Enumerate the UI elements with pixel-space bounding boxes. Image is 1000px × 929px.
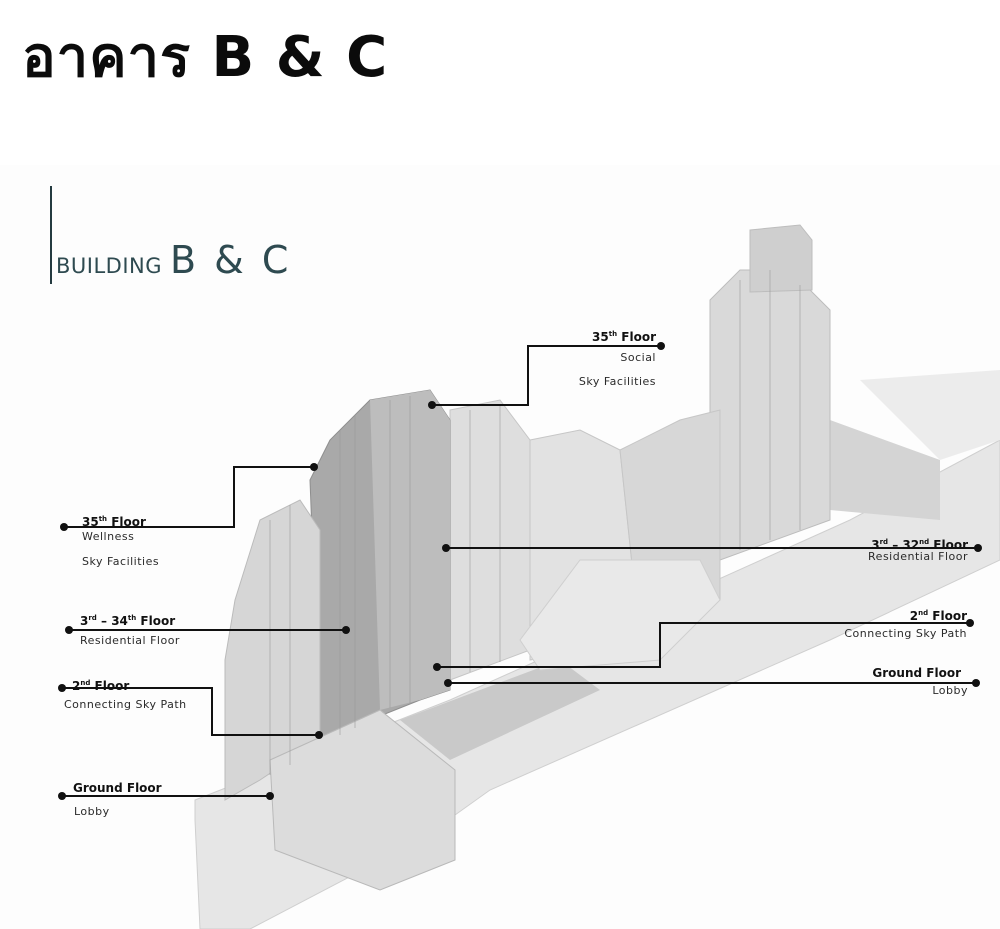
right-low-block [830, 420, 940, 520]
dot [310, 463, 318, 471]
leader-35-wellness [64, 466, 314, 528]
leader-35-social [432, 345, 661, 406]
dot [266, 792, 274, 800]
facade-lines [269, 270, 801, 775]
label-35-wellness-line1: Wellness [82, 530, 135, 543]
heading-small-text: BUILDING [56, 254, 163, 278]
dot [58, 792, 66, 800]
page-title: อาคาร B & C [22, 25, 389, 90]
label-35-social-floor: 35th Floor [592, 330, 656, 344]
label-2-left-line1: Connecting Sky Path [64, 698, 187, 711]
dot [966, 619, 974, 627]
label-ground-left-line1: Lobby [74, 805, 110, 818]
label-3-32-floor: 3rd – 32nd Floor [871, 538, 968, 552]
heading-big-text: B & C [170, 238, 292, 282]
mid-block-1 [449, 399, 531, 681]
label-35-wellness-floor: 35th Floor [82, 515, 146, 529]
leader-dots [58, 342, 982, 800]
right-terrace [860, 370, 1000, 460]
leader-2-right [437, 622, 970, 668]
dot [60, 523, 68, 531]
dot [442, 544, 450, 552]
tower-c-top [749, 224, 813, 293]
podium-plaza [400, 660, 600, 760]
left-tower [224, 499, 321, 801]
label-2-right-line1: Connecting Sky Path [844, 627, 967, 640]
dot [58, 684, 66, 692]
dot [974, 544, 982, 552]
label-3-34-floor: 3rd – 34th Floor [80, 614, 176, 628]
dot [657, 342, 665, 350]
building-heading: BUILDING B & C [56, 238, 291, 282]
label-35-social-line1: Social [620, 351, 656, 364]
label-2-right-floor: 2nd Floor [909, 609, 967, 623]
stepped-podium [519, 559, 721, 671]
dot [342, 626, 350, 634]
label-35-wellness-line2: Sky Facilities [82, 555, 160, 568]
label-3-32-line1: Residential Floor [868, 550, 968, 563]
label-3-34-line1: Residential Floor [80, 634, 180, 647]
leader-lines [62, 345, 978, 797]
dot [433, 663, 441, 671]
dot [428, 401, 436, 409]
leader-2-left [62, 687, 319, 736]
label-2-left-floor: 2nd Floor [72, 679, 130, 693]
dot [444, 679, 452, 687]
dot [972, 679, 980, 687]
dot [315, 731, 323, 739]
label-ground-left-title: Ground Floor [73, 781, 162, 795]
front-podium [269, 709, 456, 891]
label-ground-right-line1: Lobby [932, 684, 968, 697]
heading-accent-bar [50, 186, 52, 284]
label-ground-right-title: Ground Floor [872, 666, 961, 680]
label-35-social-line2: Sky Facilities [578, 375, 656, 388]
dot [65, 626, 73, 634]
